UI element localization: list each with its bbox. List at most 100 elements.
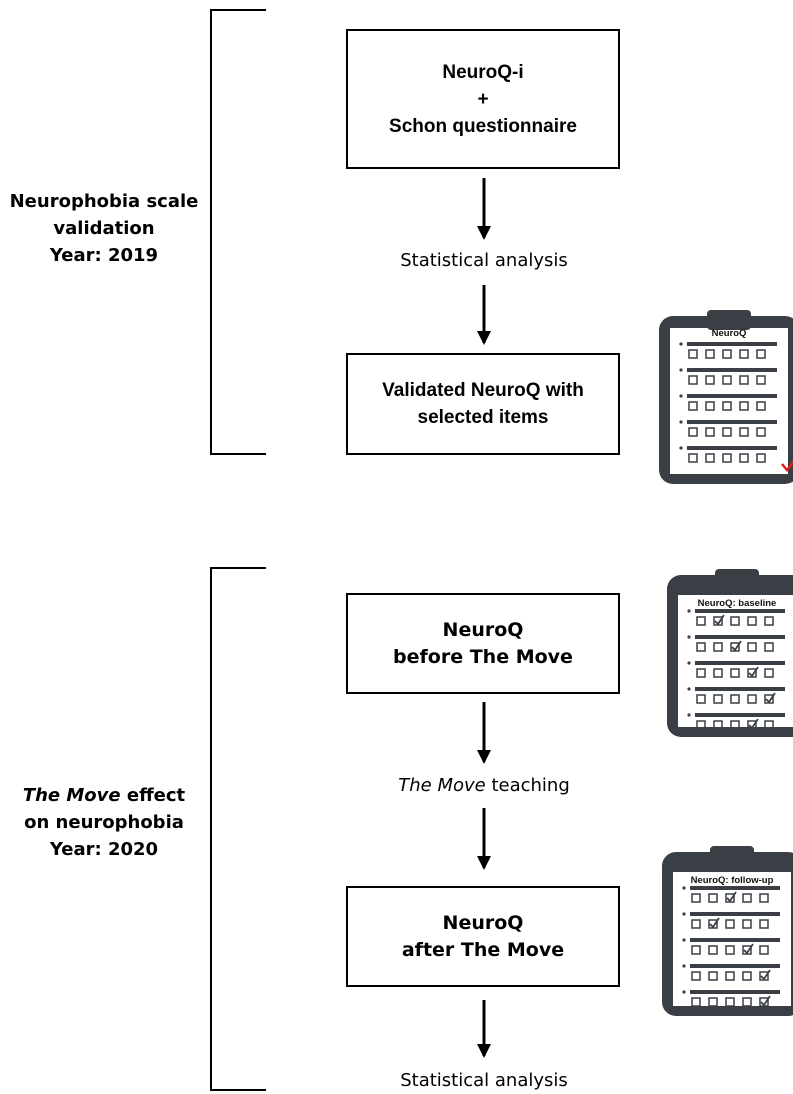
checkbox-icon — [756, 375, 766, 385]
bullet-dot — [687, 609, 691, 613]
section-label-line: Year: 2020 — [49, 839, 159, 860]
checkbox-icon — [759, 945, 769, 955]
question-line — [690, 912, 780, 916]
arrow-down-icon — [477, 702, 491, 764]
checkbox-icon — [705, 401, 715, 411]
step-rest: teaching — [485, 775, 570, 796]
check-icon — [781, 460, 793, 472]
question-line — [695, 635, 785, 639]
box-line: NeuroQ — [442, 618, 524, 641]
checkbox-icon — [739, 427, 749, 437]
check-icon — [731, 640, 742, 652]
checkbox-icon — [688, 375, 698, 385]
check-icon — [714, 614, 725, 626]
question-line — [687, 420, 777, 424]
clipboard-icon — [667, 569, 793, 737]
bullet-dot — [679, 446, 683, 450]
step-the-move-teaching: The Move teaching — [360, 775, 608, 796]
question-line — [695, 609, 785, 613]
check-icon — [748, 718, 759, 730]
bullet-dot — [679, 394, 683, 398]
checkbox-icon — [722, 427, 732, 437]
checkbox-icon — [708, 971, 718, 981]
checkbox-icon — [713, 642, 723, 652]
section-label-2020: The Move effect on neurophobia Year: 202… — [4, 782, 204, 863]
section-label-rest: effect — [120, 785, 186, 806]
step-statistical-analysis: Statistical analysis — [400, 250, 568, 271]
check-icon — [760, 995, 771, 1007]
box-line: NeuroQ — [442, 911, 524, 934]
checkbox-icon — [756, 427, 766, 437]
checkbox-icon — [725, 945, 735, 955]
checkbox-icon — [747, 642, 757, 652]
question-line — [687, 368, 777, 372]
checkbox-icon — [705, 427, 715, 437]
checkbox-icon — [730, 616, 740, 626]
checkbox-icon — [756, 401, 766, 411]
bullet-dot — [682, 990, 686, 994]
clipboard-icon — [662, 846, 793, 1016]
question-line — [687, 342, 777, 346]
arrow-down-icon — [477, 285, 491, 345]
checkbox-icon — [742, 893, 752, 903]
checkbox-icon — [713, 668, 723, 678]
checkbox-icon — [722, 453, 732, 463]
bullet-dot — [682, 964, 686, 968]
checkbox-icon — [725, 997, 735, 1007]
question-line — [690, 990, 780, 994]
checkbox-icon — [722, 375, 732, 385]
step-statistical-analysis-2: Statistical analysis — [400, 1070, 568, 1091]
checkbox-icon — [691, 945, 701, 955]
checkbox-icon — [688, 427, 698, 437]
clipboard-title: NeuroQ: follow-up — [690, 875, 774, 886]
question-line — [695, 661, 785, 665]
checkbox-icon — [739, 401, 749, 411]
checkbox-icon — [747, 616, 757, 626]
question-line — [690, 938, 780, 942]
checkbox-icon — [742, 971, 752, 981]
section-label-line: Neurophobia scale — [9, 191, 199, 212]
checkbox-icon — [691, 919, 701, 929]
section-label-line: validation — [53, 218, 155, 239]
bullet-dot — [687, 687, 691, 691]
checkbox-icon — [713, 694, 723, 704]
box-neuroq-before: NeuroQ before The Move — [346, 593, 620, 694]
checkbox-icon — [696, 616, 706, 626]
checkbox-icon — [691, 893, 701, 903]
checkbox-icon — [759, 919, 769, 929]
box-neuroq-after: NeuroQ after The Move — [346, 886, 620, 987]
checkbox-icon — [696, 668, 706, 678]
checkbox-icon — [730, 668, 740, 678]
checkbox-icon — [722, 349, 732, 359]
check-icon — [760, 969, 771, 981]
question-line — [690, 886, 780, 890]
section-label-line: The Move effect — [4, 782, 204, 809]
checkbox-icon — [696, 642, 706, 652]
checkbox-icon — [708, 997, 718, 1007]
checkbox-icon — [730, 694, 740, 704]
box-validated-neuroq: Validated NeuroQ with selected items — [346, 353, 620, 455]
checkbox-icon — [722, 401, 732, 411]
checkbox-icon — [725, 919, 735, 929]
bullet-dot — [682, 938, 686, 942]
checkbox-icon — [764, 720, 774, 730]
bullet-dot — [687, 713, 691, 717]
checkbox-icon — [742, 919, 752, 929]
question-line — [687, 446, 777, 450]
checkbox-icon — [705, 349, 715, 359]
box-line: before The Move — [393, 645, 573, 668]
bracket-2019 — [210, 9, 266, 455]
checkbox-icon — [759, 893, 769, 903]
checkbox-icon — [696, 694, 706, 704]
checkbox-icon — [739, 375, 749, 385]
box-line: + — [477, 88, 489, 110]
checkbox-icon — [688, 349, 698, 359]
checkbox-icon — [705, 453, 715, 463]
bullet-dot — [682, 912, 686, 916]
question-line — [687, 394, 777, 398]
check-icon — [726, 891, 737, 903]
clipboard-title: NeuroQ: baseline — [697, 598, 777, 609]
bullet-dot — [679, 342, 683, 346]
check-icon — [748, 666, 759, 678]
